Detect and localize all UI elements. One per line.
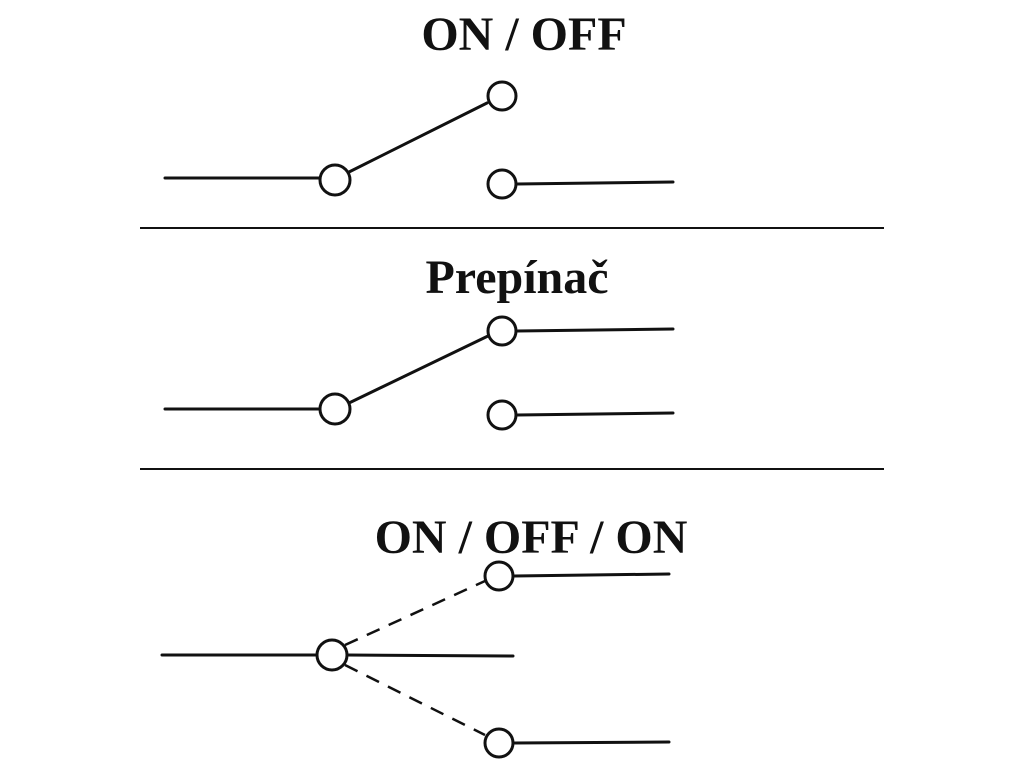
open-terminal bbox=[486, 80, 518, 112]
upper-terminal bbox=[483, 560, 515, 592]
common-terminal bbox=[318, 392, 352, 426]
upper-terminal bbox=[486, 315, 518, 347]
switch-lever bbox=[347, 101, 489, 174]
lower-terminal bbox=[483, 727, 515, 759]
common-terminal bbox=[315, 638, 349, 672]
common-terminal bbox=[318, 163, 352, 197]
section-title-prepinac: Prepínač bbox=[425, 251, 608, 304]
section-prepinac: Prepínač bbox=[163, 251, 675, 431]
dashed-lever-up bbox=[344, 579, 486, 647]
switch-lever bbox=[347, 334, 490, 405]
output-terminal bbox=[486, 168, 518, 200]
section-title-on-off: ON / OFF bbox=[421, 8, 626, 61]
lower-output-wire bbox=[515, 411, 675, 417]
lower-terminal bbox=[486, 399, 518, 431]
lower-output-wire bbox=[512, 740, 671, 745]
upper-output-wire bbox=[512, 572, 671, 578]
section-title-on-off-on: ON / OFF / ON bbox=[375, 511, 688, 564]
upper-output-wire bbox=[515, 327, 675, 333]
section-on-off-on: ON / OFF / ON bbox=[160, 511, 688, 759]
output-wire bbox=[515, 180, 675, 186]
dashed-lever-down bbox=[344, 663, 486, 737]
section-on-off: ON / OFF bbox=[163, 8, 675, 200]
switch-lever-center bbox=[345, 653, 515, 658]
